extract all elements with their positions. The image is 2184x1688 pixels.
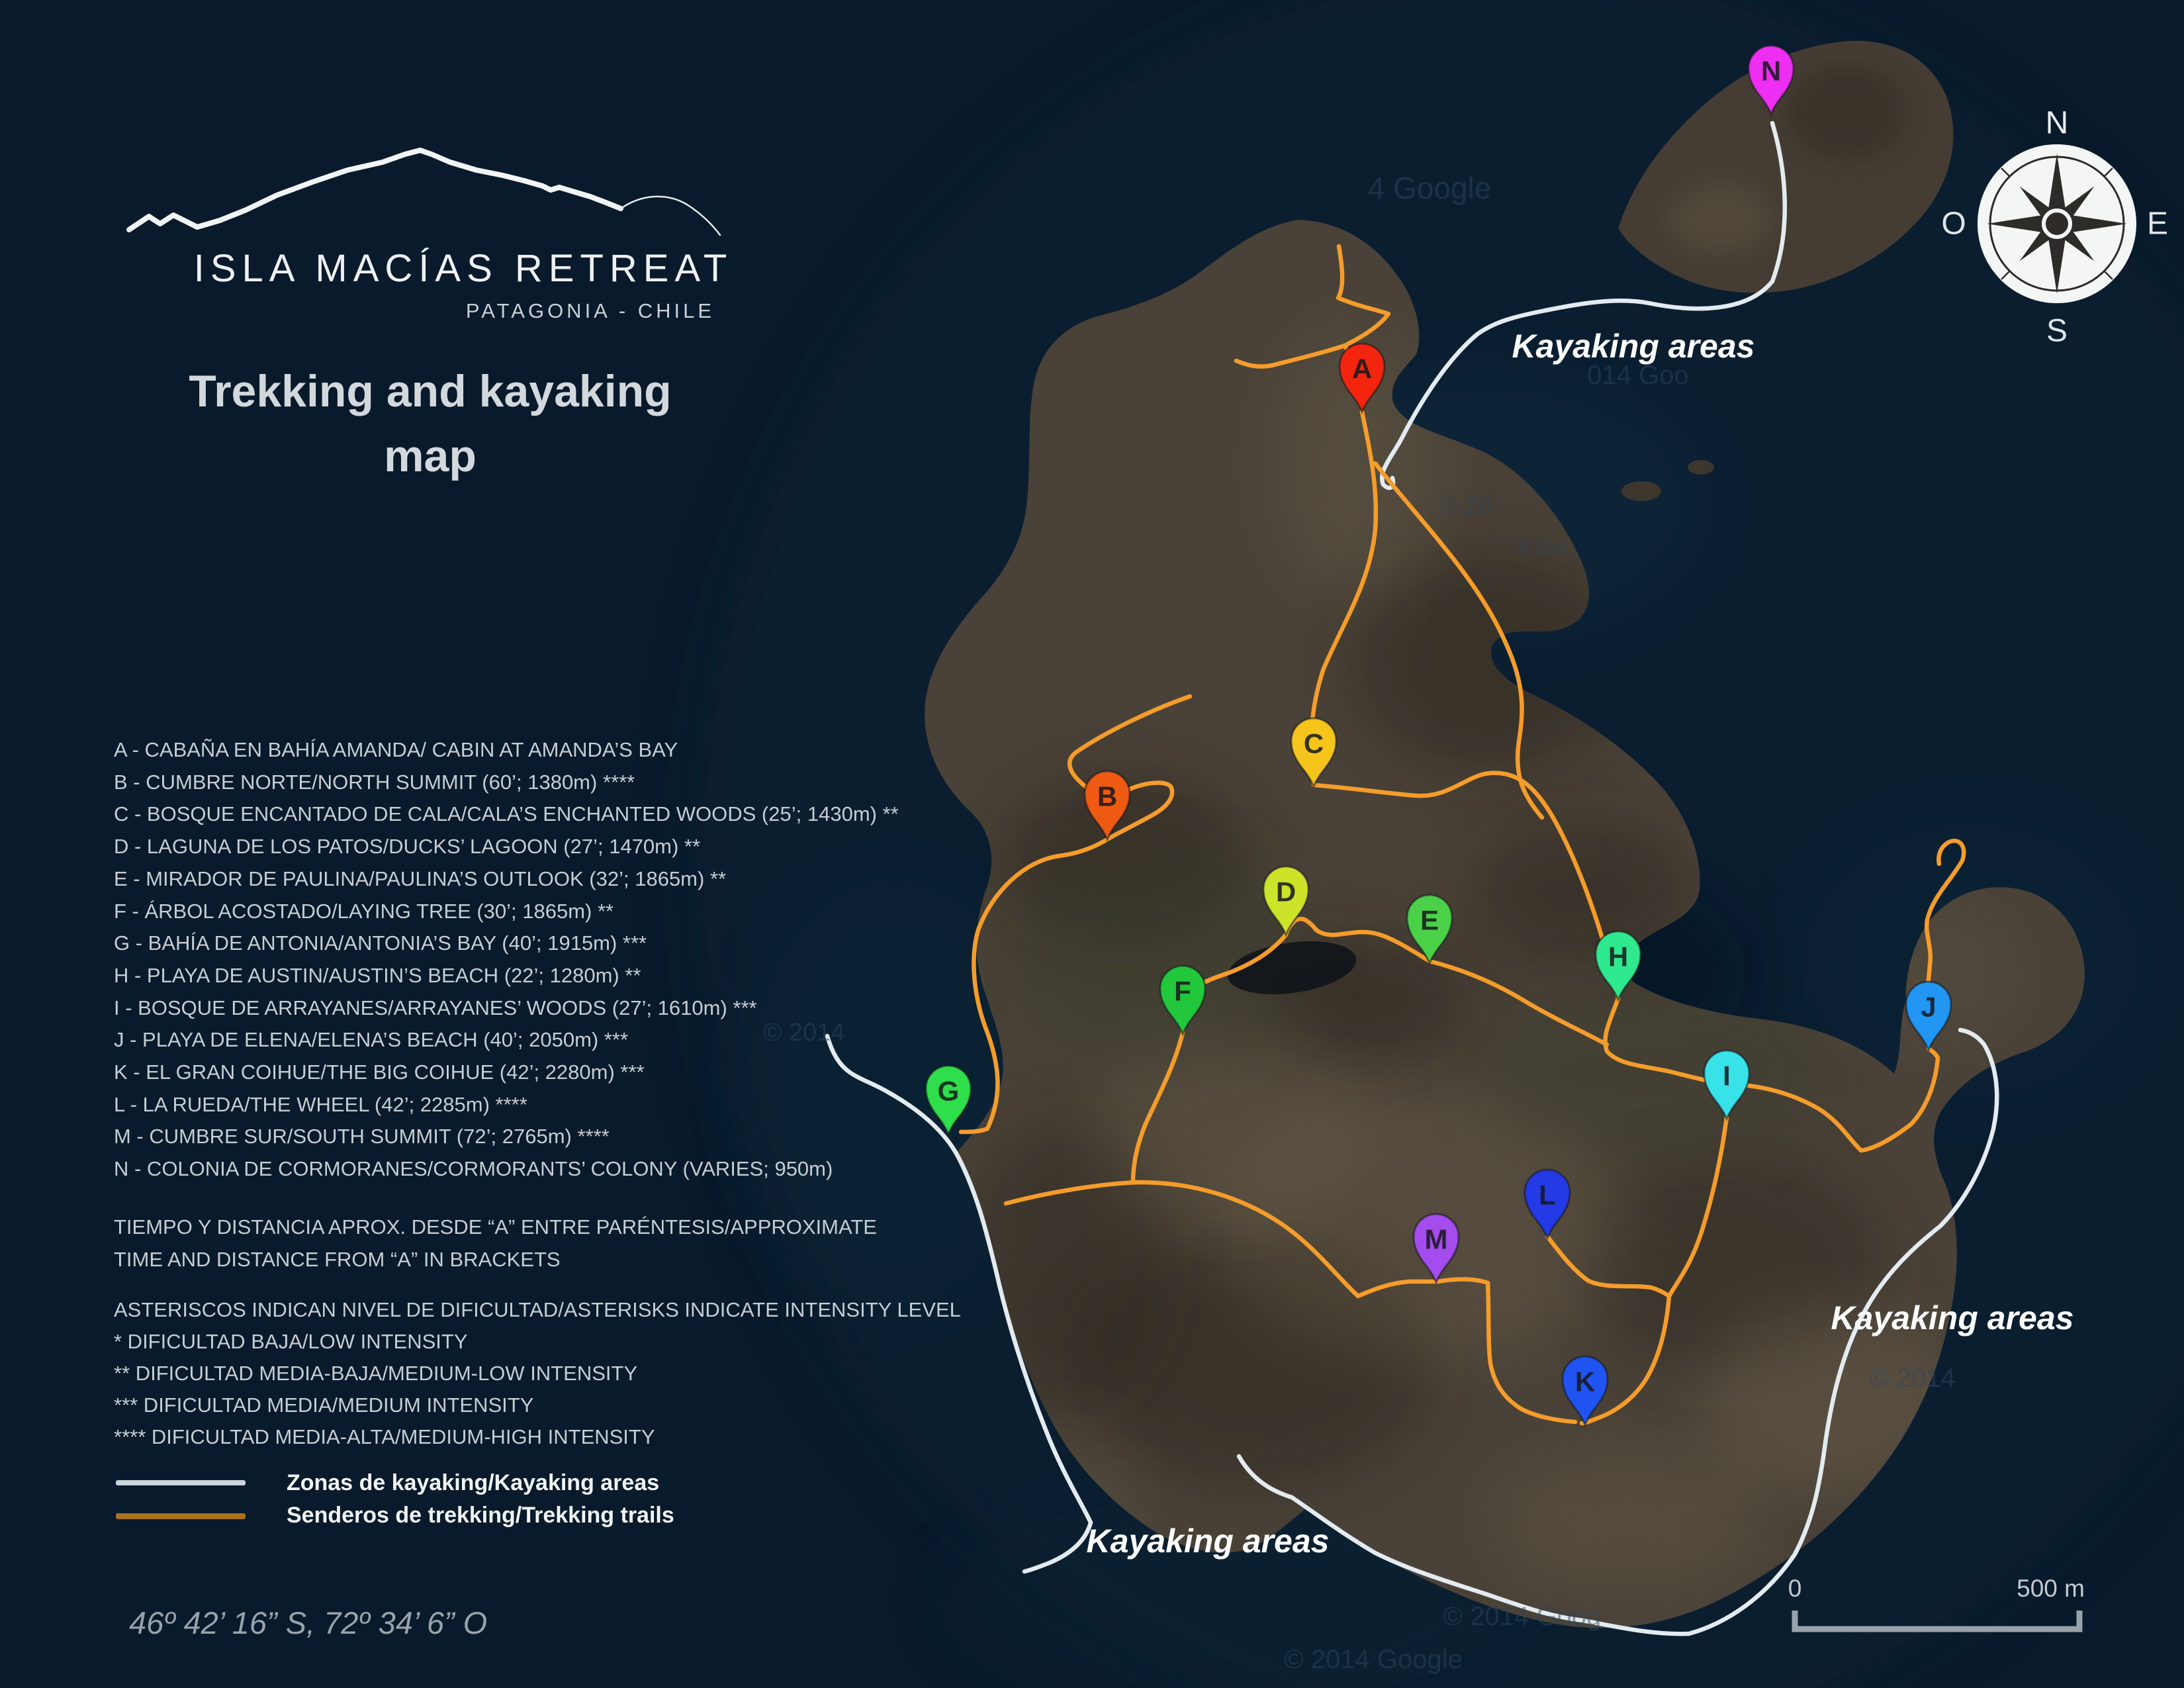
map-marker-a: A bbox=[1338, 342, 1386, 414]
map-marker-letter: J bbox=[1921, 992, 1936, 1023]
map-watermark: © 20 bbox=[1441, 491, 1492, 518]
map-marker-letter: C bbox=[1304, 728, 1324, 759]
compass-west-label: O bbox=[1941, 207, 1966, 242]
legend-item-h: H - PLAYA DE AUSTIN/AUSTIN’S BEACH (22’;… bbox=[114, 963, 641, 987]
intensity-header: ASTERISCOS INDICAN NIVEL DE DIFICULTAD/A… bbox=[114, 1298, 961, 1321]
compass-north-label: N bbox=[2046, 106, 2069, 141]
legend-item-l: L - LA RUEDA/THE WHEEL (42’; 2285m) **** bbox=[114, 1092, 527, 1116]
resort-logo bbox=[119, 136, 741, 255]
map-markers: A B C D E F G H I J K L M N bbox=[925, 44, 1952, 1427]
kayaking-line-swatch bbox=[116, 1480, 246, 1485]
map-watermark: 4 Go bbox=[1516, 533, 1568, 560]
map-marker-m: M bbox=[1412, 1213, 1460, 1285]
map-marker-l: L bbox=[1524, 1168, 1571, 1241]
time-note-line1: TIEMPO Y DISTANCIA APROX. DESDE “A” ENTR… bbox=[114, 1215, 877, 1239]
map-watermark: 014 Goo bbox=[1587, 361, 1688, 390]
islet-rock bbox=[1621, 481, 1661, 501]
legend-item-k: K - EL GRAN COIHUE/THE BIG COIHUE (42’; … bbox=[114, 1060, 645, 1084]
map-marker-letter: I bbox=[1723, 1060, 1731, 1092]
legend-item-m: M - CUMBRE SUR/SOUTH SUMMIT (72’; 2765m)… bbox=[114, 1125, 610, 1149]
islet-rock bbox=[1688, 460, 1714, 475]
lagoon bbox=[1227, 941, 1357, 995]
map-watermark: © 2014 bbox=[1870, 1364, 1956, 1393]
map-marker-letter: G bbox=[938, 1076, 960, 1107]
map-marker-letter: A bbox=[1352, 353, 1372, 385]
map-marker-letter: L bbox=[1539, 1180, 1556, 1211]
kayaking-areas-label: Kayaking areas bbox=[1831, 1299, 2074, 1336]
legend-item-g: G - BAHÍA DE ANTONIA/ANTONIA’S BAY (40’;… bbox=[114, 931, 647, 955]
map-marker-letter: N bbox=[1761, 56, 1781, 87]
map-watermark: © 2014 bbox=[763, 1019, 844, 1047]
intensity-level-4: **** DIFICULTAD MEDIA-ALTA/MEDIUM-HIGH I… bbox=[114, 1425, 655, 1448]
map-watermark: © 2014 Google bbox=[1284, 1645, 1463, 1674]
time-distance-note: TIEMPO Y DISTANCIA APROX. DESDE “A” ENTR… bbox=[114, 1211, 877, 1276]
legend-item-f: F - ÁRBOL ACOSTADO/LAYING TREE (30’; 186… bbox=[114, 899, 614, 923]
scale-start-label: 0 bbox=[1788, 1575, 1802, 1602]
points-of-interest-legend: A - CABAÑA EN BAHÍA AMANDA/ CABIN AT AMA… bbox=[114, 734, 899, 1186]
resort-location: PATAGONIA - CHILE bbox=[465, 299, 715, 322]
map-marker-g: G bbox=[925, 1064, 972, 1137]
map-marker-letter: H bbox=[1608, 941, 1628, 972]
map-marker-letter: M bbox=[1425, 1224, 1448, 1255]
legend-item-d: D - LAGUNA DE LOS PATOS/DUCKS’ LAGOON (2… bbox=[114, 835, 701, 859]
map-marker-letter: E bbox=[1420, 905, 1439, 936]
legend-item-i: I - BOSQUE DE ARRAYANES/ARRAYANES’ WOODS… bbox=[114, 996, 757, 1019]
map-marker-letter: D bbox=[1276, 876, 1296, 908]
compass-south-label: S bbox=[2046, 314, 2068, 349]
map-marker-j: J bbox=[1905, 980, 1952, 1053]
scale-bar: 0 500 m bbox=[1788, 1575, 2085, 1632]
map-watermark: © 2014 Goog bbox=[1443, 1602, 1602, 1631]
legend-item-a: A - CABAÑA EN BAHÍA AMANDA/ CABIN AT AMA… bbox=[114, 738, 678, 761]
kayaking-areas-label: Kayaking areas bbox=[1512, 328, 1755, 365]
map-title-line1: Trekking and kayaking bbox=[189, 366, 672, 416]
gps-coordinates: 46º 42’ 16” S, 72º 34’ 6” O bbox=[129, 1605, 488, 1640]
intensity-note: ASTERISCOS INDICAN NIVEL DE DIFICULTAD/A… bbox=[114, 1294, 961, 1453]
intensity-level-1: * DIFICULTAD BAJA/LOW INTENSITY bbox=[114, 1330, 468, 1353]
map-marker-letter: F bbox=[1174, 976, 1191, 1007]
map-title-line2: map bbox=[384, 431, 477, 481]
map-marker-b: B bbox=[1083, 770, 1131, 842]
imagery-watermarks: 4 Google 014 Goo © 20 4 Go © 2014 © 2014 Goog… bbox=[763, 171, 1955, 1674]
mountain-ridge-icon bbox=[126, 148, 721, 236]
legend-item-b: B - CUMBRE NORTE/NORTH SUMMIT (60’; 1380… bbox=[114, 770, 635, 794]
legend-item-c: C - BOSQUE ENCANTADO DE CALA/CALA’S ENCH… bbox=[114, 802, 899, 826]
resort-name: ISLA MACÍAS RETREAT bbox=[193, 247, 733, 290]
compass-rose-icon: N S E O bbox=[1941, 106, 2168, 349]
scale-end-label: 500 m bbox=[2017, 1575, 2085, 1602]
map-marker-d: D bbox=[1262, 865, 1310, 937]
map-marker-letter: K bbox=[1575, 1366, 1595, 1397]
kayaking-areas-label: Kayaking areas bbox=[1087, 1523, 1330, 1560]
trekking-key-label: Senderos de trekking/Trekking trails bbox=[287, 1503, 674, 1528]
time-note-line2: TIME AND DISTANCE FROM “A” IN BRACKETS bbox=[114, 1247, 561, 1271]
map-marker-e: E bbox=[1406, 894, 1453, 966]
kayaking-key-label: Zonas de kayaking/Kayaking areas bbox=[287, 1470, 660, 1495]
legend-item-n: N - COLONIA DE CORMORANES/CORMORANTS’ CO… bbox=[114, 1157, 833, 1181]
intensity-level-2: ** DIFICULTAD MEDIA-BAJA/MEDIUM-LOW INTE… bbox=[114, 1362, 638, 1385]
trekking-line-swatch bbox=[116, 1513, 246, 1519]
intensity-level-3: *** DIFICULTAD MEDIA/MEDIUM INTENSITY bbox=[114, 1393, 534, 1417]
map-marker-i: I bbox=[1703, 1049, 1751, 1121]
map-marker-h: H bbox=[1594, 930, 1642, 1002]
compass-east-label: E bbox=[2147, 207, 2168, 242]
map-marker-letter: B bbox=[1097, 781, 1117, 812]
map-marker-n: N bbox=[1747, 44, 1795, 117]
kayaking-routes bbox=[825, 120, 1999, 1636]
map-marker-k: K bbox=[1561, 1355, 1609, 1427]
map-marker-c: C bbox=[1290, 717, 1338, 789]
map-marker-f: F bbox=[1159, 964, 1206, 1037]
map-watermark: 4 Google bbox=[1368, 171, 1492, 205]
legend-item-e: E - MIRADOR DE PAULINA/PAULINA’S OUTLOOK… bbox=[114, 867, 727, 890]
legend-item-j: J - PLAYA DE ELENA/ELENA’S BEACH (40’; 2… bbox=[114, 1028, 629, 1052]
